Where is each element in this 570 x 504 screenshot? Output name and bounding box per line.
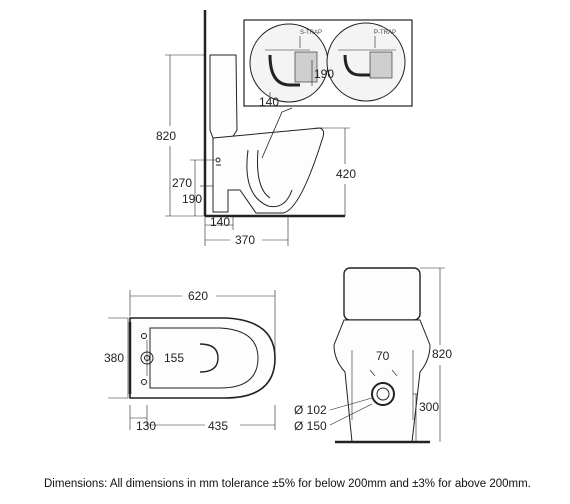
plan-view bbox=[108, 290, 276, 430]
side-height-label: 820 bbox=[156, 129, 176, 143]
back-d150-label: Ø 150 bbox=[294, 419, 327, 433]
back-820-label: 820 bbox=[432, 347, 452, 361]
plan-380-label: 380 bbox=[104, 351, 124, 365]
plan-620-label: 620 bbox=[188, 289, 208, 303]
plan-435-label: 435 bbox=[208, 419, 228, 433]
side-270-label: 270 bbox=[172, 176, 192, 190]
side-370-label: 370 bbox=[235, 233, 255, 247]
dimensions-caption: Dimensions: All dimensions in mm toleran… bbox=[44, 478, 531, 490]
plan-130-label: 130 bbox=[136, 419, 156, 433]
inset-190-label: 190 bbox=[314, 67, 334, 81]
side-420-label: 420 bbox=[336, 167, 356, 181]
plan-155-label: 155 bbox=[164, 351, 184, 365]
inset-140-label: 140 bbox=[259, 95, 279, 109]
s-trap-label: S-TRAP bbox=[300, 30, 322, 36]
side-140-label: 140 bbox=[210, 215, 230, 229]
back-view bbox=[329, 267, 445, 444]
back-300-label: 300 bbox=[419, 400, 439, 414]
back-70-label: 70 bbox=[376, 349, 390, 363]
trap-inset bbox=[243, 19, 413, 107]
side-190-label: 190 bbox=[182, 192, 202, 206]
side-view bbox=[165, 10, 350, 246]
p-trap-label: P-TRAP bbox=[374, 30, 396, 36]
back-d102-label: Ø 102 bbox=[294, 403, 327, 417]
